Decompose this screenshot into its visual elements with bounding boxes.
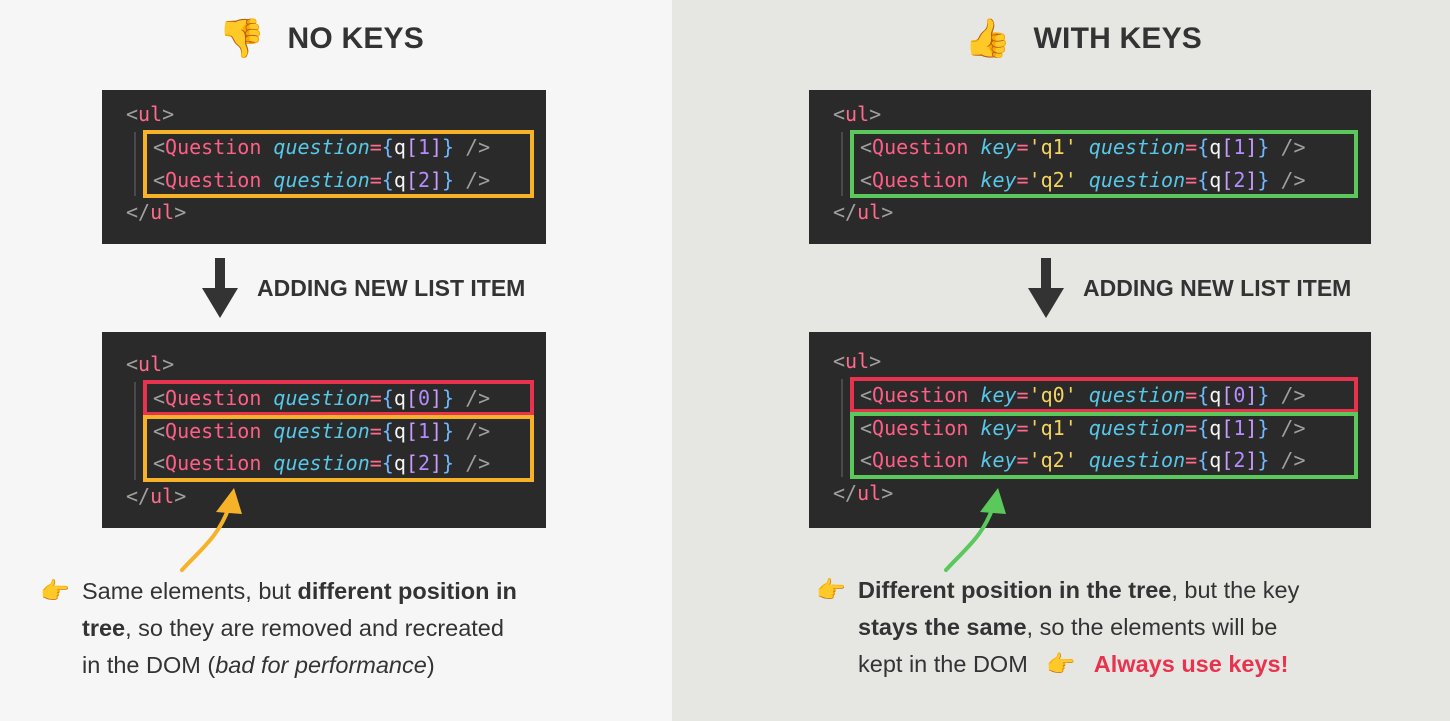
note-line-1: Different position in the tree, but the … [858,577,1300,603]
adding-item-label: ADDING NEW LIST ITEM [257,275,526,301]
question-line-1: <Question key='q1' question={q[1]} /> [860,416,1306,440]
with-keys-header: 👍 WITH KEYS [964,20,1202,58]
ul-open-line: <ul> [126,102,175,126]
highlight-box-green [850,130,1358,198]
with-keys-panel: 👍 WITH KEYS <ul> <Question key='q1' ques… [672,0,1450,721]
curved-arrow-icon [944,488,1006,572]
code-block-before: <ul> <Question question={q[1]} /> <Quest… [102,90,546,244]
highlight-box-yellow [143,415,534,482]
ul-close-line: </ul> [126,200,187,224]
thumbs-down-icon: 👎 [218,18,266,60]
curved-arrow-icon [180,488,242,572]
note-line-1: Same elements, but different position in [82,578,517,604]
ul-open-line: <ul> [126,352,175,376]
pointing-hand-icon: 👉 [40,578,70,605]
question-line-new: <Question key='q0' question={q[0]} /> [860,383,1306,407]
down-arrow-icon [202,258,238,318]
ul-open-line: <ul> [833,102,882,126]
question-line-2: <Question key='q2' question={q[2]} /> [860,168,1306,192]
highlight-box-red [850,377,1358,413]
with-keys-note: 👉 Different position in the tree, but th… [816,572,1418,683]
question-line-1: <Question question={q[1]} /> [153,419,491,443]
no-keys-header: 👎 NO KEYS [218,20,424,58]
highlight-box-green [850,412,1358,479]
pointing-hand-icon: 👉 [1046,651,1076,677]
with-keys-title: WITH KEYS [1033,22,1202,55]
question-line-2: <Question question={q[2]} /> [153,168,491,192]
ul-close-line: </ul> [833,200,894,224]
code-block-before: <ul> <Question key='q1' question={q[1]} … [809,90,1371,244]
question-line-1: <Question key='q1' question={q[1]} /> [860,135,1306,159]
code-block-after: <ul> <Question key='q0' question={q[0]} … [809,332,1371,528]
note-line-2: tree, so they are removed and recreated [82,615,504,641]
indent-guide [134,382,136,480]
question-line-1: <Question question={q[1]} /> [153,135,491,159]
no-keys-note: 👉 Same elements, but different position … [40,573,622,684]
indent-guide [841,379,843,477]
no-keys-panel: 👎 NO KEYS <ul> <Question question={q[1]}… [0,0,672,721]
pointing-hand-icon: 👉 [816,577,846,604]
question-line-2: <Question question={q[2]} /> [153,451,491,475]
indent-guide [841,132,843,196]
question-line-2: <Question key='q2' question={q[2]} /> [860,448,1306,472]
indent-guide [134,132,136,196]
ul-close-line: </ul> [833,481,894,505]
thumbs-up-icon: 👍 [964,18,1012,60]
code-block-after: <ul> <Question question={q[0]} /> <Quest… [102,332,546,528]
ul-open-line: <ul> [833,349,882,373]
down-arrow-icon [1028,258,1064,318]
highlight-box-red [143,380,534,416]
always-use-keys-text: Always use keys! [1093,651,1289,677]
note-line-2: stays the same, so the elements will be [858,614,1278,640]
note-line-3: kept in the DOM👉Always use keys! [858,646,1418,683]
question-line-new: <Question question={q[0]} /> [153,386,491,410]
note-line-3: in the DOM (bad for performance) [82,652,435,678]
no-keys-title: NO KEYS [287,22,424,55]
ul-close-line: </ul> [126,484,187,508]
adding-item-label: ADDING NEW LIST ITEM [1083,275,1352,301]
highlight-box-yellow [143,130,534,198]
